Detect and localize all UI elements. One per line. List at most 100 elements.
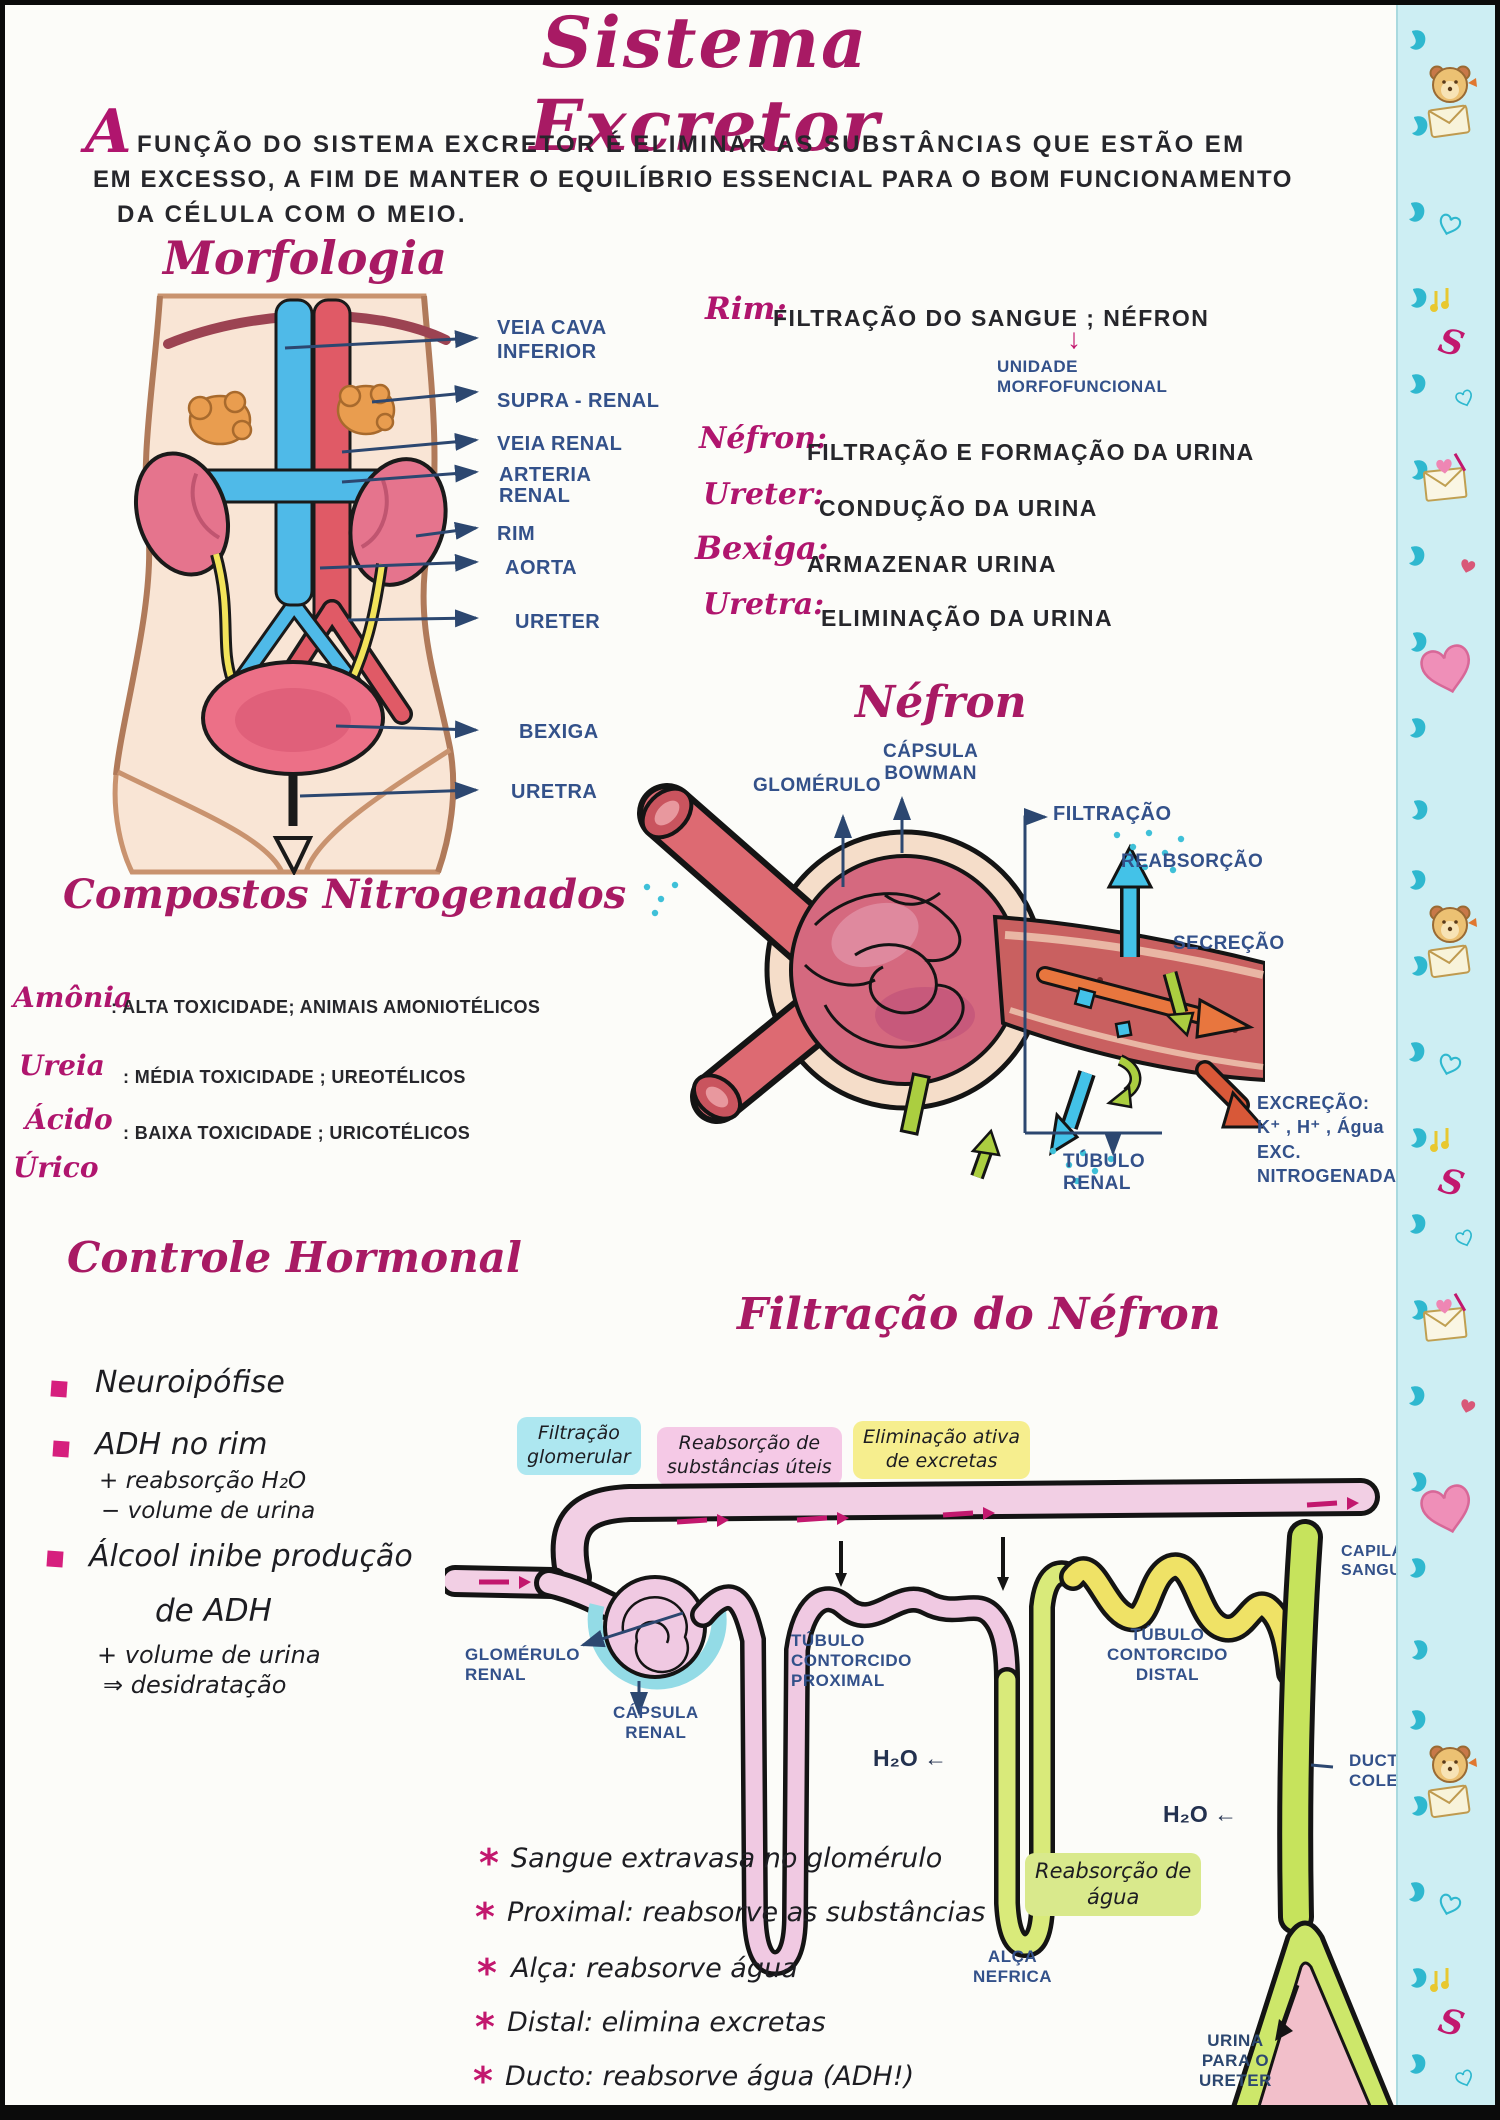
nephron-filtration-diagram bbox=[445, 1478, 1398, 2115]
star-bullet-5: * bbox=[473, 2059, 493, 2103]
highlight-reabsorcao-substancias: Reabsorção de substâncias úteis bbox=[657, 1427, 842, 1485]
filtracao-bullet-3: Alça: reabsorve água bbox=[511, 1953, 798, 1984]
filtracao-bullet-4: Distal: elimina excretas bbox=[507, 2007, 826, 2038]
filtracao-heading: Filtração do Néfron bbox=[737, 1289, 1221, 1340]
distal-tubule-yellow bbox=[1059, 1552, 1304, 1687]
capillary-top-tube bbox=[550, 1478, 1380, 1596]
controle-alcool-sub2: + volume de urina bbox=[97, 1641, 321, 1669]
rim-note-arrow: ↓ bbox=[1067, 323, 1081, 354]
def-ureter-desc: CONDUÇÃO DA URINA bbox=[819, 495, 1098, 521]
star-bullet-2: * bbox=[475, 1895, 495, 1939]
label-tubulo-distal: TÚBULO CONTORCIDO DISTAL bbox=[1107, 1625, 1228, 1685]
washi-tape-border bbox=[1396, 5, 1495, 2115]
nephron-glomerulus-diagram bbox=[637, 783, 1265, 1185]
label-veia-cava-inferior: VEIA CAVA INFERIOR bbox=[497, 317, 607, 363]
label-arteria-renal: ARTERIA RENAL bbox=[499, 464, 592, 507]
star-bullet-1: * bbox=[479, 1841, 499, 1885]
reabsorption-arrow-cyan-up bbox=[1073, 843, 1154, 1039]
def-nefron-term: Néfron: bbox=[699, 421, 828, 456]
label-veia-renal: VEIA RENAL bbox=[497, 433, 623, 455]
ureter-funnel bbox=[1228, 1920, 1398, 2115]
efferent-vessel bbox=[690, 986, 847, 1124]
proximal-tubule-and-loop bbox=[690, 1584, 1020, 1977]
bladder bbox=[201, 660, 385, 875]
filtracao-bullet-5: Ducto: reabsorve água (ADH!) bbox=[505, 2061, 915, 2092]
bullet-square-1 bbox=[50, 1380, 68, 1398]
nefron-heading: Néfron bbox=[855, 677, 1027, 728]
glomerulus-coil bbox=[603, 1575, 707, 1679]
controle-adh-sub1: + reabsorção H₂O bbox=[99, 1468, 307, 1494]
filtration-leader-lines bbox=[580, 1611, 1334, 1769]
label-bexiga: BEXIGA bbox=[519, 721, 599, 743]
def-bexiga-term: Bexiga: bbox=[695, 529, 829, 567]
label-secrecao: SECREÇÃO bbox=[1173, 933, 1285, 954]
filtracao-bullet-2: Proximal: reabsorve as substâncias bbox=[507, 1897, 986, 1928]
label-capsula-bowman: CÁPSULA BOWMAN bbox=[883, 741, 979, 785]
def-ureter-term: Ureter: bbox=[703, 477, 824, 512]
compostos-ureia-desc: : MÉDIA TOXICIDADE ; UREOTÉLICOS bbox=[123, 1067, 466, 1087]
compostos-amonia-term: Amônia bbox=[13, 981, 133, 1014]
def-rim-term: Rim: bbox=[705, 291, 787, 327]
entry-tube bbox=[445, 1565, 626, 1622]
def-uretra-desc: ELIMINAÇÃO DA URINA bbox=[821, 605, 1114, 631]
label-urina-para-ureter: URINA PARA O URETER bbox=[1199, 2031, 1272, 2091]
highlight-eliminacao-excretas: Eliminação ativa de excretas bbox=[853, 1421, 1031, 1479]
label-rim: RIM bbox=[497, 523, 536, 545]
page-title: Sistema Excretor bbox=[529, 1, 881, 167]
collecting-duct bbox=[1277, 1519, 1323, 1935]
kidney-right bbox=[348, 457, 448, 587]
def-nefron-desc: FILTRAÇÃO E FORMAÇÃO DA URINA bbox=[807, 439, 1255, 465]
label-tubulo-proximal: TÚBULO CONTORCIDO PROXIMAL bbox=[791, 1631, 912, 1691]
def-bexiga-desc: ARMAZENAR URINA bbox=[807, 551, 1057, 577]
intro-line-1: FUNÇÃO DO SISTEMA EXCRETOR É ELIMINAR AS… bbox=[137, 131, 1246, 158]
label-filtracao: FILTRAÇÃO bbox=[1053, 803, 1172, 825]
compostos-heading: Compostos Nitrogenados bbox=[63, 871, 627, 918]
label-glomerulo-renal: GLOMÉRULO RENAL bbox=[465, 1645, 580, 1685]
branch-arrows-black bbox=[835, 1537, 1009, 1591]
label-alca-nefrica: ALÇA NEFRICA bbox=[973, 1947, 1053, 1987]
label-reabsorcao: REABSORÇÃO bbox=[1121, 851, 1264, 872]
label-supra-renal: SUPRA - RENAL bbox=[497, 390, 660, 412]
anatomy-leader-lines bbox=[284, 330, 479, 800]
filtracao-bullet-1: Sangue extravasa no glomérulo bbox=[511, 1843, 943, 1874]
compostos-urico-term: Úrico bbox=[13, 1151, 99, 1184]
ureters bbox=[210, 552, 388, 683]
def-rim-desc: FILTRAÇÃO DO SANGUE ; NÉFRON bbox=[773, 305, 1210, 331]
label-ureter: URETER bbox=[515, 611, 601, 633]
nephron-leader-lines bbox=[834, 796, 1162, 1156]
bullet-square-3 bbox=[46, 1550, 64, 1568]
rim-note: UNIDADE MORFOFUNCIONAL bbox=[997, 357, 1168, 397]
controle-item-neuroipofise: Neuroipófise bbox=[95, 1365, 285, 1400]
compostos-acido-desc: : BAIXA TOXICIDADE ; URICOTÉLICOS bbox=[123, 1123, 471, 1143]
reabsorption-arrow-cyan-down bbox=[1049, 1070, 1096, 1156]
controle-alcool-sub3: ⇒ desidratação bbox=[103, 1671, 287, 1699]
compostos-ureia-term: Ureia bbox=[19, 1049, 105, 1082]
controle-alcool-sub1: de ADH bbox=[155, 1593, 272, 1629]
controle-item-alcool: Álcool inibe produção bbox=[89, 1539, 413, 1574]
adrenal-glands bbox=[187, 383, 396, 446]
label-glomerulo: GLOMÉRULO bbox=[753, 775, 881, 796]
excretion-exit-arrow bbox=[1195, 1060, 1265, 1129]
bullet-square-2 bbox=[52, 1440, 70, 1458]
label-h2o-alca: H₂O ← bbox=[873, 1745, 948, 1771]
controle-item-adh: ADH no rim bbox=[95, 1427, 268, 1462]
scan-bottom-edge bbox=[5, 2105, 1495, 2115]
solute-dots bbox=[643, 829, 1185, 1185]
label-uretra: URETRA bbox=[511, 781, 598, 803]
morfologia-heading: Morfologia bbox=[163, 231, 447, 285]
kidney-left bbox=[133, 451, 231, 577]
glomerulus-ball bbox=[789, 854, 1021, 1086]
compostos-acido-term: Ácido bbox=[25, 1103, 113, 1136]
compostos-amonia-desc: : ALTA TOXICIDADE; ANIMAIS AMONIOTÉLICOS bbox=[111, 997, 541, 1017]
intro-line-2: EM EXCESSO, A FIM DE MANTER O EQUILÍBRIO… bbox=[93, 166, 1294, 193]
star-bullet-4: * bbox=[475, 2005, 495, 2049]
label-tubulo-renal: TÚBULO RENAL bbox=[1063, 1151, 1146, 1195]
urinary-system-anatomy-diagram bbox=[112, 293, 479, 875]
nephric-loop-green bbox=[994, 1560, 1086, 1959]
def-uretra-term: Uretra: bbox=[703, 587, 825, 622]
highlight-reabsorcao-agua: Reabsorção de água bbox=[1025, 1853, 1202, 1916]
highlight-filtracao-glomerular: Filtração glomerular bbox=[517, 1417, 641, 1475]
controle-adh-sub2: − volume de urina bbox=[101, 1498, 316, 1524]
secretion-arrows-green bbox=[899, 971, 1195, 1180]
